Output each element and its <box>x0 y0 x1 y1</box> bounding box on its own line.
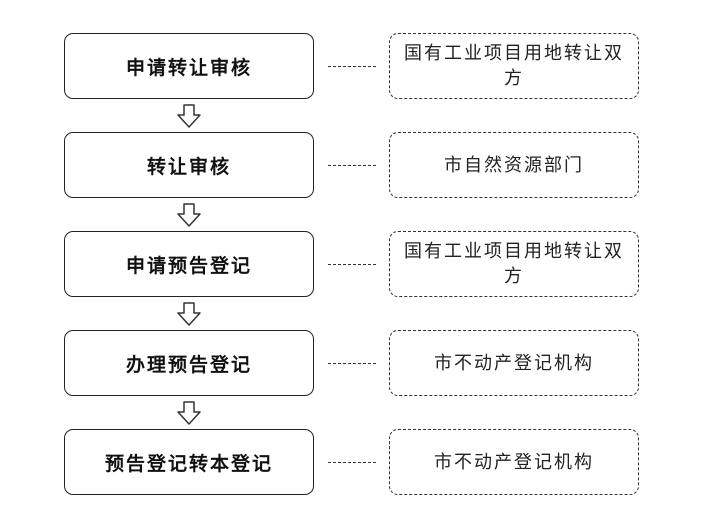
step-box-4: 办理预告登记 <box>64 330 314 396</box>
party-label-2: 市自然资源部门 <box>444 154 584 176</box>
party-label-1: 国有工业项目用地转让双方 <box>404 43 624 89</box>
party-box-2: 市自然资源部门 <box>389 132 639 198</box>
party-label-5: 市不动产登记机构 <box>434 451 594 473</box>
down-arrow-icon <box>176 203 202 227</box>
step-label-5: 预告登记转本登记 <box>104 452 273 475</box>
flow-step-5: 预告登记转本登记 市不动产登记机构 <box>0 429 704 497</box>
party-label-4: 市不动产登记机构 <box>434 352 594 374</box>
party-label-3: 国有工业项目用地转让双方 <box>404 241 624 287</box>
flow-step-3: 申请预告登记 国有工业项目用地转让双方 <box>0 231 704 299</box>
dashed-connector-2 <box>328 165 376 166</box>
step-box-1: 申请转让审核 <box>64 33 314 99</box>
dashed-connector-5 <box>328 462 376 463</box>
party-box-1: 国有工业项目用地转让双方 <box>389 33 639 99</box>
step-label-3: 申请预告登记 <box>125 254 252 277</box>
party-box-5: 市不动产登记机构 <box>389 429 639 495</box>
dashed-connector-3 <box>328 264 376 265</box>
dashed-connector-4 <box>328 363 376 364</box>
down-arrow-icon <box>176 401 202 425</box>
step-box-3: 申请预告登记 <box>64 231 314 297</box>
party-box-4: 市不动产登记机构 <box>389 330 639 396</box>
down-arrow-icon <box>176 104 202 128</box>
step-box-2: 转让审核 <box>64 132 314 198</box>
dashed-connector-1 <box>328 66 376 67</box>
step-box-5: 预告登记转本登记 <box>64 429 314 495</box>
flow-step-2: 转让审核 市自然资源部门 <box>0 132 704 200</box>
party-box-3: 国有工业项目用地转让双方 <box>389 231 639 297</box>
flow-step-4: 办理预告登记 市不动产登记机构 <box>0 330 704 398</box>
flow-step-1: 申请转让审核 国有工业项目用地转让双方 <box>0 33 704 101</box>
step-label-4: 办理预告登记 <box>125 353 252 376</box>
step-label-1: 申请转让审核 <box>125 56 252 79</box>
down-arrow-icon <box>176 302 202 326</box>
step-label-2: 转让审核 <box>146 155 231 178</box>
